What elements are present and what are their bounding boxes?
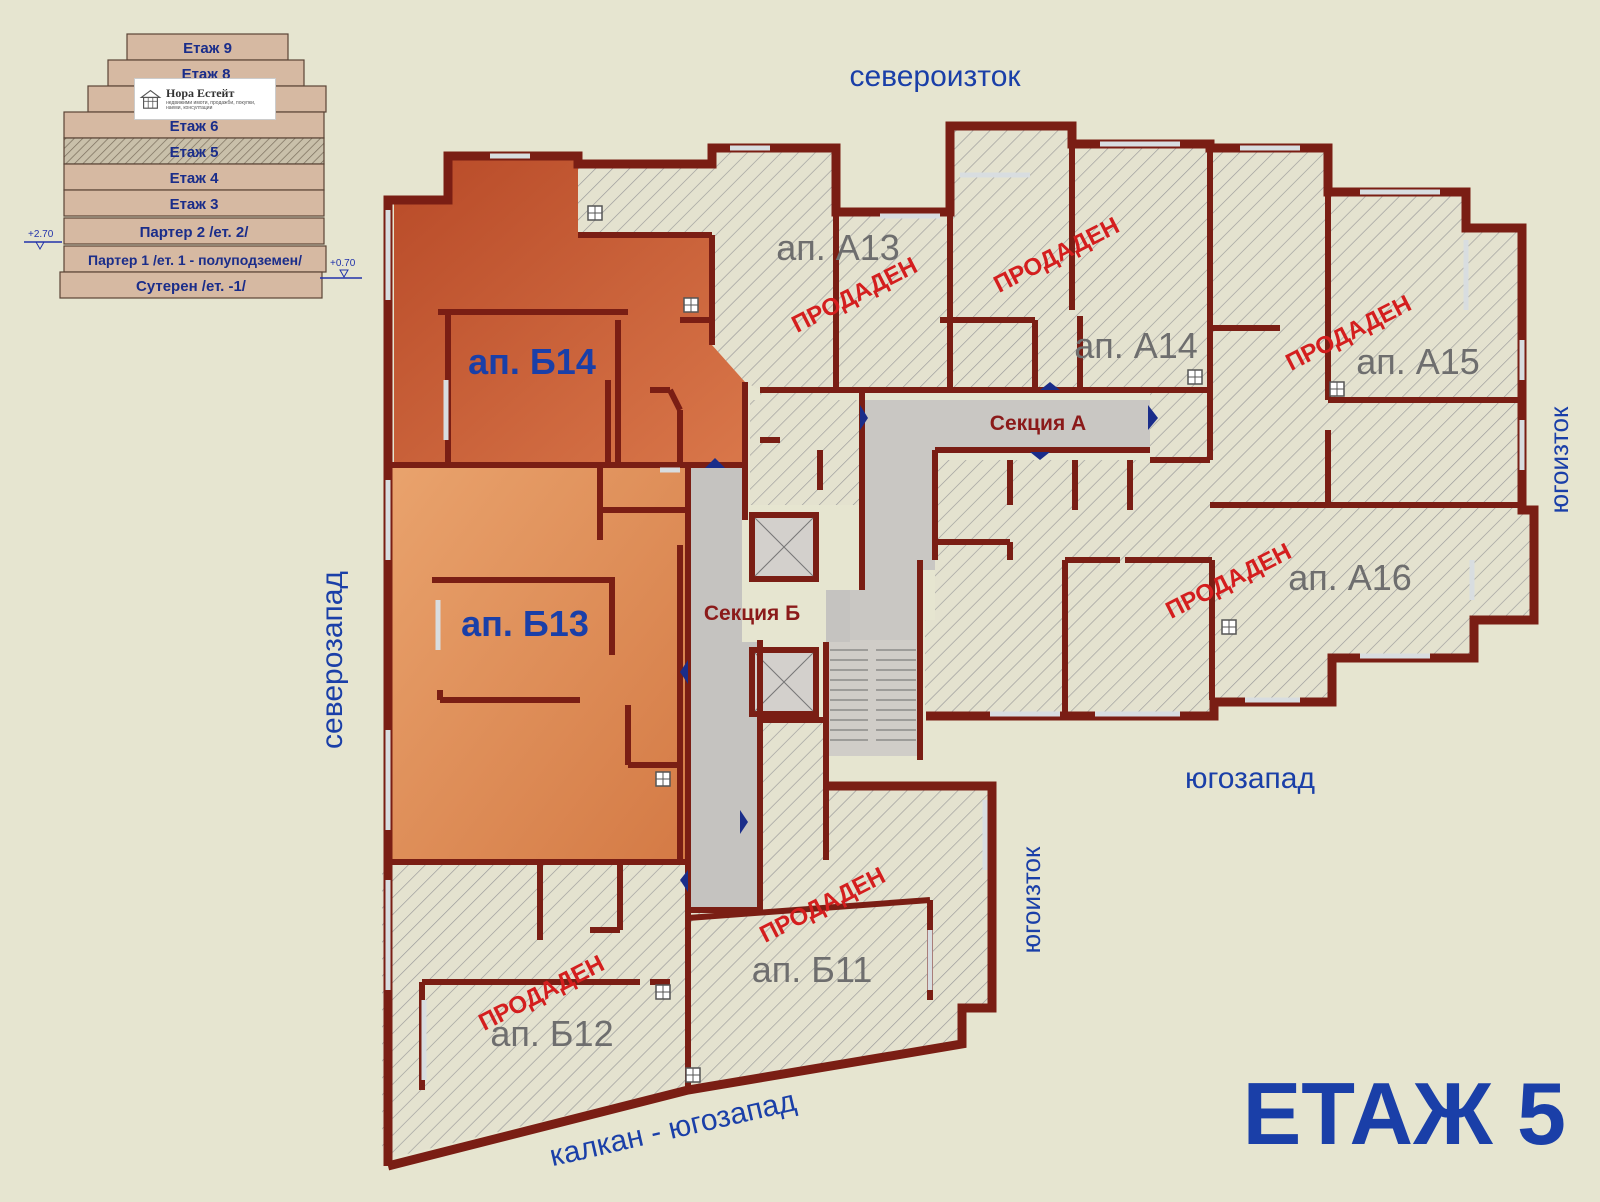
level-marker-right: +0.70 bbox=[320, 258, 362, 279]
floor-row-9[interactable] bbox=[59, 271, 323, 299]
section-a-label: Секция А bbox=[990, 412, 1086, 435]
floor-row-label-6: Етаж 3 bbox=[170, 196, 219, 213]
service-area-top bbox=[750, 400, 862, 505]
apartment-label-a16: ап. А16 bbox=[1288, 557, 1412, 598]
apartment-b12-area[interactable] bbox=[382, 860, 688, 1160]
interior-walls bbox=[388, 144, 1522, 1090]
watermark: Нора Естейт недвижими имоти, продажби, п… bbox=[134, 78, 276, 120]
section-b-label: Секция Б bbox=[704, 602, 800, 625]
windows bbox=[385, 141, 1525, 1080]
apartment-label-b12: ап. Б12 bbox=[490, 1013, 613, 1054]
watermark-name: Нора Естейт bbox=[165, 86, 235, 100]
floor-row-label-0: Етаж 9 bbox=[183, 40, 232, 57]
apartment-label-b13: ап. Б13 bbox=[461, 603, 589, 644]
level-mark-right-text: +0.70 bbox=[330, 258, 356, 269]
floor-row-label-8: Партер 1 /ет. 1 - полуподземен/ bbox=[88, 252, 302, 268]
elevator-shaft-1 bbox=[749, 512, 819, 582]
floor-row-label-5: Етаж 4 bbox=[170, 170, 219, 187]
apartment-b11-area[interactable] bbox=[688, 720, 990, 1086]
apartment-label-b14: ап. Б14 bbox=[468, 341, 596, 382]
orientation-north-east: североизток bbox=[849, 60, 1021, 93]
entry-markers bbox=[680, 382, 1158, 892]
orientation-south-east-mid: югоизток bbox=[1016, 846, 1046, 953]
floor-row-label-4: Етаж 5 bbox=[170, 144, 219, 161]
level-marker-left: +2.70 bbox=[24, 229, 62, 251]
apartment-label-a14: ап. А14 bbox=[1074, 325, 1198, 366]
apartment-label-a13: ап. А13 bbox=[776, 227, 900, 268]
orientation-south-east-right: югоизток bbox=[1544, 406, 1574, 513]
orientation-south-west: югозапад bbox=[1185, 762, 1315, 795]
floor-row-7[interactable] bbox=[63, 217, 325, 245]
apartment-b13-area[interactable] bbox=[390, 465, 688, 860]
floor-row-5[interactable] bbox=[63, 163, 325, 191]
floor-title: ЕТАЖ 5 bbox=[1243, 1064, 1566, 1163]
level-mark-left-text: +2.70 bbox=[28, 229, 54, 240]
staircase-a bbox=[826, 640, 920, 756]
apartment-a16-area[interactable] bbox=[925, 460, 1532, 714]
watermark-tagline: недвижими имоти, продажби, покупки, наем… bbox=[165, 100, 256, 111]
floor-row-0[interactable] bbox=[126, 33, 289, 61]
apartment-a14-area[interactable] bbox=[950, 126, 1210, 392]
floor-row-label-3: Етаж 6 bbox=[170, 118, 219, 135]
apartment-label-b11: ап. Б11 bbox=[752, 949, 873, 990]
apartment-a15-area[interactable] bbox=[1150, 148, 1520, 510]
floor-row-6[interactable] bbox=[63, 189, 325, 217]
orientation-north-west: северозапад bbox=[316, 571, 349, 749]
section-b-corridor bbox=[688, 465, 850, 910]
apartment-a13-area[interactable] bbox=[578, 148, 950, 400]
grid-icons bbox=[587, 205, 1345, 1083]
building-plan bbox=[382, 121, 1539, 1171]
house-logo-icon bbox=[139, 89, 162, 109]
floor-row-label-9: Сутерен /ет. -1/ bbox=[136, 278, 247, 295]
floor-row-8[interactable] bbox=[63, 245, 327, 273]
apartment-label-a15: ап. А15 bbox=[1356, 341, 1480, 382]
floor-row-label-7: Партер 2 /ет. 2/ bbox=[140, 224, 250, 241]
